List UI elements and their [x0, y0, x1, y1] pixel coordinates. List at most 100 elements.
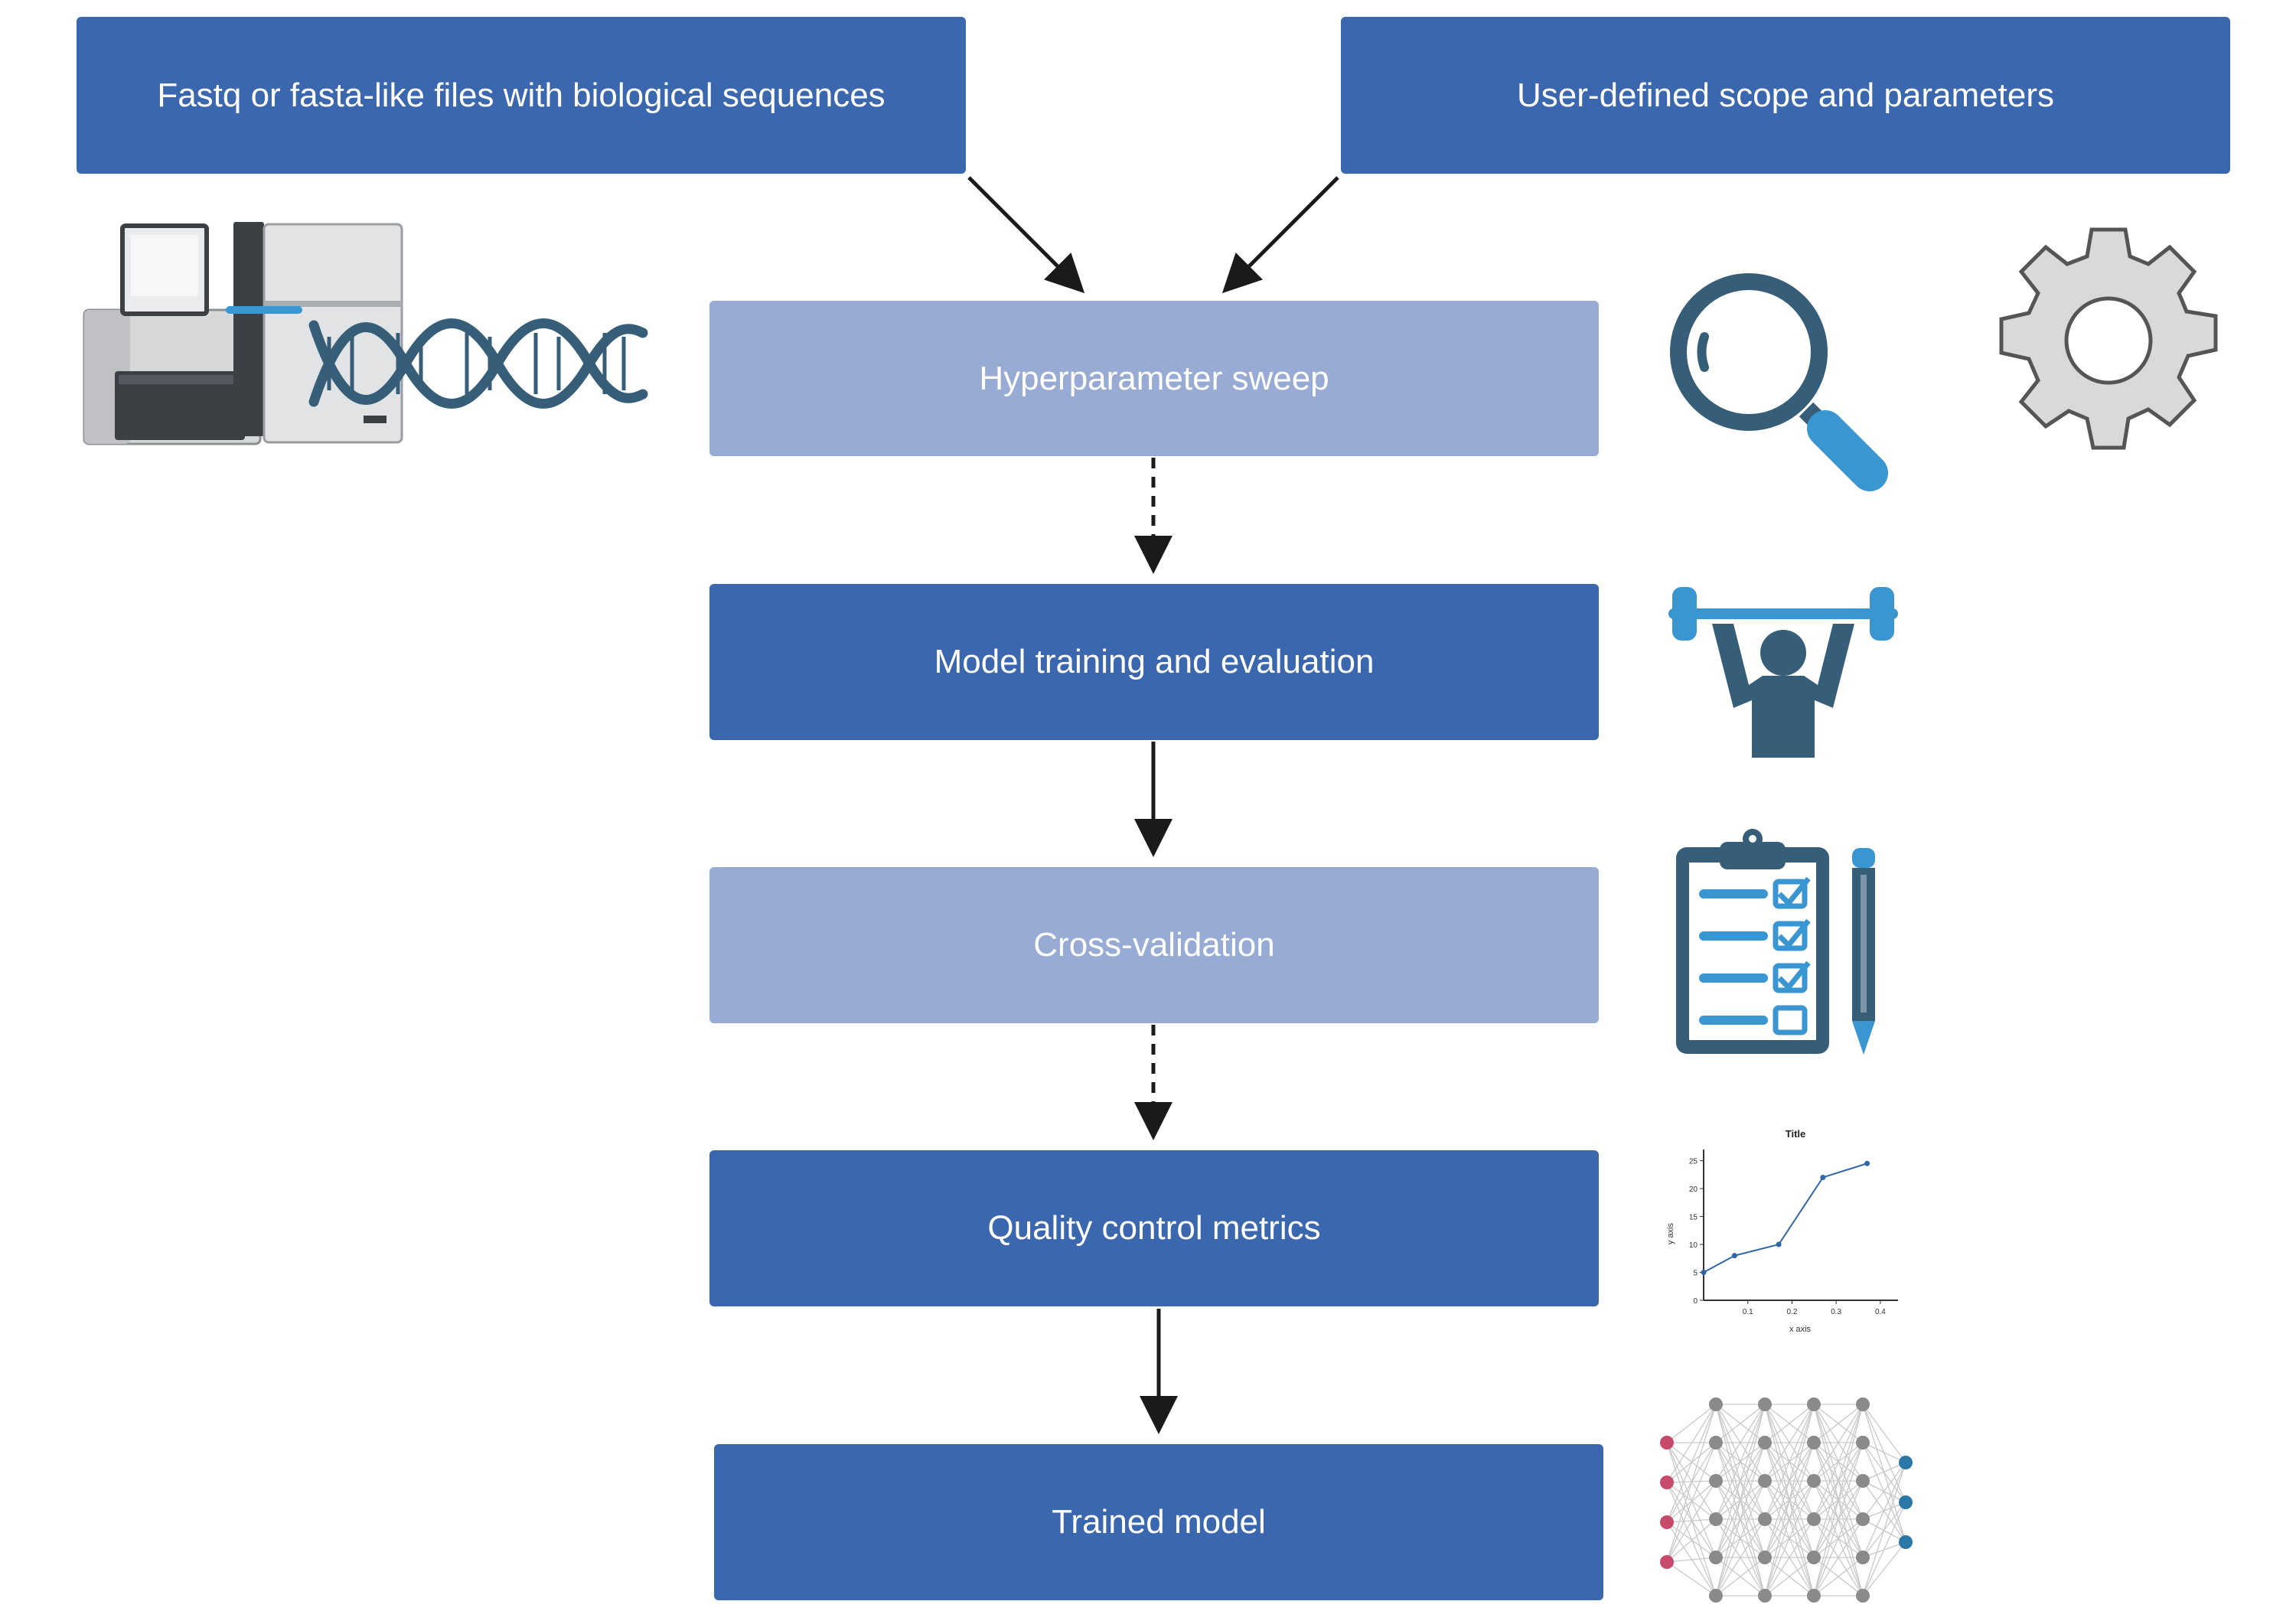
step-model-training-label: Model training and evaluation: [934, 643, 1375, 680]
nn-node: [1709, 1474, 1723, 1488]
mini-chart-point: [1864, 1160, 1870, 1166]
mini-chart-point: [1731, 1253, 1737, 1259]
neural-network-icon: [1660, 1397, 1913, 1603]
nn-connection: [1862, 1502, 1906, 1596]
nn-connection: [1862, 1442, 1906, 1503]
mini-chart-point: [1776, 1241, 1782, 1247]
nn-node: [1758, 1474, 1772, 1488]
nn-connection: [1666, 1521, 1717, 1596]
nn-connection: [1666, 1442, 1717, 1482]
step-model-training: Model training and evaluation: [709, 584, 1599, 740]
nn-node: [1856, 1436, 1870, 1450]
dna-icon: [308, 318, 648, 409]
input-sequence-files: Fastq or fasta-like files with biologica…: [77, 17, 966, 174]
nn-connection: [1862, 1442, 1906, 1463]
nn-node: [1758, 1512, 1772, 1526]
mini-chart-xlabel: x axis: [1789, 1325, 1812, 1334]
nn-node: [1807, 1397, 1821, 1411]
nn-connection: [1715, 1442, 1766, 1596]
nn-node: [1758, 1397, 1772, 1411]
step-trained-model-label: Trained model: [1052, 1503, 1266, 1541]
nn-connection: [1813, 1557, 1864, 1596]
nn-node: [1709, 1551, 1723, 1564]
weightlifter-icon: [1668, 587, 1898, 758]
step-trained-model: Trained model: [714, 1444, 1603, 1600]
step-hyperparameter-sweep-label: Hyperparameter sweep: [979, 359, 1329, 397]
nn-connection: [1666, 1482, 1717, 1520]
nn-connection: [1715, 1480, 1766, 1596]
nn-connection: [1715, 1404, 1766, 1558]
nn-connection: [1666, 1404, 1717, 1443]
nn-connection: [1666, 1557, 1717, 1563]
nn-connection: [1764, 1404, 1815, 1596]
nn-connection: [1862, 1442, 1906, 1543]
nn-connection: [1862, 1462, 1906, 1482]
step-qc-metrics-label: Quality control metrics: [987, 1209, 1321, 1247]
nn-node: [1709, 1397, 1723, 1411]
nn-connection: [1666, 1521, 1717, 1558]
nn-node: [1856, 1474, 1870, 1488]
pencil-icon: [1852, 848, 1875, 1055]
nn-connection: [1813, 1480, 1864, 1596]
gear-icon: [1999, 227, 2218, 450]
nn-node: [1660, 1436, 1674, 1450]
nn-node: [1807, 1436, 1821, 1450]
nn-node: [1899, 1495, 1913, 1509]
nn-node: [1899, 1535, 1913, 1549]
mini-chart-ylabel: y axis: [1666, 1222, 1675, 1244]
nn-node: [1807, 1589, 1821, 1603]
mini-chart-y-tick-label: 10: [1689, 1241, 1698, 1250]
nn-connection: [1666, 1561, 1717, 1596]
sequencer-icon: [83, 222, 403, 445]
mini-chart-series-line: [1703, 1163, 1867, 1273]
nn-connection: [1666, 1404, 1717, 1563]
nn-connection: [1862, 1462, 1906, 1520]
input-user-scope-label: User-defined scope and parameters: [1517, 76, 2054, 114]
nn-connection: [1666, 1442, 1717, 1563]
nn-connection: [1764, 1404, 1815, 1482]
nn-node: [1709, 1589, 1723, 1603]
nn-connection: [1813, 1404, 1864, 1596]
nn-connection: [1666, 1404, 1717, 1483]
nn-node: [1660, 1476, 1674, 1489]
mini-chart-x-tick-label: 0.1: [1743, 1308, 1753, 1316]
mini-chart-y-tick-label: 25: [1689, 1158, 1698, 1166]
nn-connection: [1666, 1442, 1717, 1558]
nn-connection: [1666, 1518, 1717, 1563]
nn-connection: [1666, 1442, 1717, 1520]
nn-connection: [1862, 1480, 1906, 1543]
nn-node: [1758, 1436, 1772, 1450]
nn-connection: [1715, 1404, 1766, 1520]
nn-connection: [1715, 1557, 1766, 1596]
nn-connection: [1764, 1480, 1815, 1596]
nn-node: [1856, 1397, 1870, 1411]
nn-connection: [1666, 1482, 1717, 1558]
nn-connection: [1764, 1404, 1815, 1443]
nn-node: [1856, 1551, 1870, 1564]
mini-chart-y-tick-label: 5: [1693, 1270, 1698, 1278]
nn-connection: [1666, 1480, 1717, 1563]
nn-node: [1807, 1474, 1821, 1488]
nn-connection: [1764, 1518, 1815, 1596]
nn-node: [1660, 1515, 1674, 1529]
mini-chart-point: [1701, 1270, 1707, 1276]
nn-node: [1807, 1512, 1821, 1526]
nn-connection: [1813, 1404, 1864, 1443]
step-cross-validation: Cross-validation: [709, 867, 1599, 1023]
mini-chart-y-tick-label: 0: [1693, 1297, 1698, 1306]
mini-chart-x-tick-label: 0.4: [1875, 1308, 1886, 1316]
nn-connection: [1862, 1541, 1906, 1596]
nn-node: [1856, 1512, 1870, 1526]
mini-chart-y-tick-label: 20: [1689, 1185, 1698, 1194]
input-sequence-files-label: Fastq or fasta-like files with biologica…: [157, 76, 885, 114]
step-qc-metrics: Quality control metrics: [709, 1150, 1599, 1306]
nn-connection: [1666, 1404, 1717, 1523]
nn-node: [1709, 1512, 1723, 1526]
mini-chart-x-tick-label: 0.3: [1831, 1308, 1841, 1316]
nn-node: [1660, 1555, 1674, 1569]
nn-connection: [1715, 1404, 1766, 1443]
clipboard-checklist-icon: [1676, 829, 1829, 1054]
nn-node: [1807, 1551, 1821, 1564]
